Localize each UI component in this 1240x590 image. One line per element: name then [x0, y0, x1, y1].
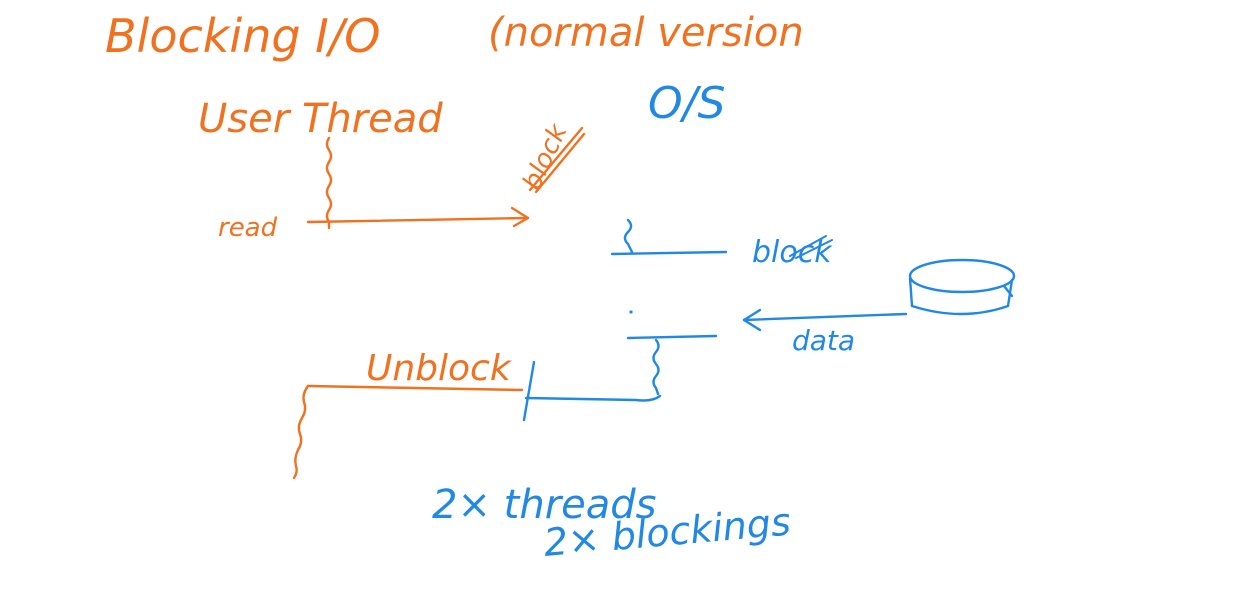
read-arrowhead [510, 206, 530, 228]
label-read: read [218, 213, 278, 243]
label-unblock: Unblock [366, 348, 513, 389]
os-ink: O/S block data 2× threads 2× blockings [432, 78, 1016, 565]
os-receive-squiggle [623, 218, 634, 254]
label-user-thread: User Thread [198, 96, 443, 142]
os-complete-line [626, 334, 718, 340]
data-arrowhead [742, 308, 762, 332]
data-return-arrow [742, 312, 908, 322]
ink-dot [629, 310, 633, 314]
os-block-line [610, 250, 728, 256]
title-blocking-io: Blocking I/O [105, 9, 380, 63]
user-thread-resume-squiggle [292, 384, 310, 480]
block-user-hatch [528, 126, 586, 194]
os-return-line [524, 394, 662, 402]
disk-cylinder-icon [908, 258, 1016, 316]
label-2x-threads: 2× threads [432, 482, 657, 528]
label-block-os: block [752, 235, 833, 270]
read-call-arrow [306, 216, 530, 224]
block-os-hatch [789, 235, 833, 259]
unblock-line [306, 384, 524, 392]
os-return-tick [522, 360, 536, 422]
user-thread-squiggle [325, 136, 333, 230]
os-complete-squiggle [652, 338, 660, 396]
subtitle-normal-version: (normal version [488, 10, 804, 56]
label-data: data [792, 324, 855, 357]
label-os: O/S [648, 78, 725, 129]
